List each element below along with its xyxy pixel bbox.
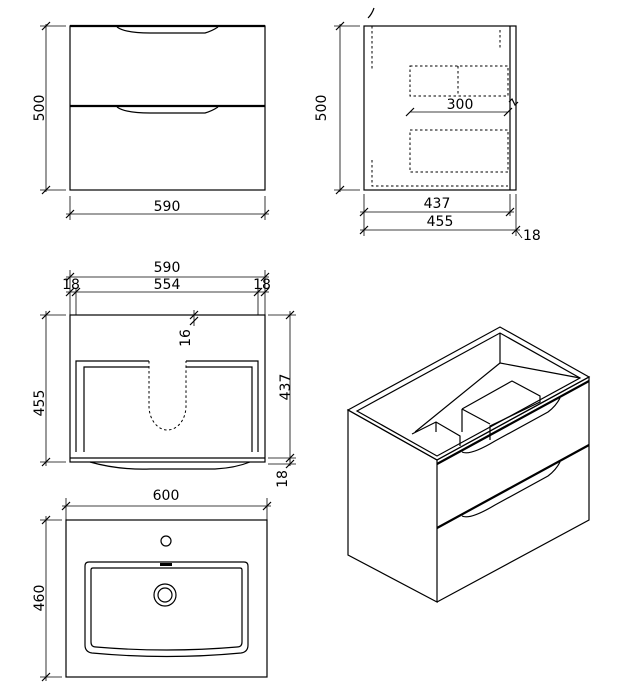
iso-drawer-split (436, 444, 590, 529)
upper-drawer-handle (116, 26, 219, 34)
iso-top-rim (346, 326, 591, 461)
top-depth-label: 455 (32, 390, 48, 417)
side-break-mark (367, 7, 375, 19)
drain-inner (157, 587, 173, 603)
side-view: 300 500 437 455 18 (314, 7, 541, 244)
side-hidden-drawer-lower (409, 129, 509, 173)
top-inner-depth-label: 437 (278, 374, 294, 401)
basin-bowl (84, 561, 249, 658)
side-inner-depth-label: 437 (424, 196, 451, 212)
front-width-label: 590 (154, 199, 181, 215)
basin-depth-label: 460 (32, 585, 48, 612)
front-view: 500 590 (32, 21, 270, 220)
isometric-view (346, 326, 591, 603)
top-side-left-label: 18 (62, 277, 80, 293)
top-back-panel-label: 16 (178, 329, 194, 347)
lower-drawer-handle (116, 106, 219, 114)
top-cabinet-outline (69, 314, 266, 463)
top-siphon-cutout (148, 361, 187, 431)
side-hidden-drawer-upper (409, 65, 509, 97)
side-spacing-label: 300 (447, 97, 474, 113)
tap-hole (160, 535, 172, 547)
side-thickness-label: 18 (523, 228, 541, 244)
iso-upper-handle (461, 397, 561, 454)
iso-front-face (436, 375, 590, 603)
iso-drawer-compartment-left (411, 421, 461, 446)
top-inner-width-label: 554 (154, 277, 181, 293)
iso-drawer-compartment-right (461, 380, 541, 440)
drain-outer (153, 583, 177, 607)
front-cabinet-outline (69, 25, 266, 191)
top-side-right-label: 18 (253, 277, 271, 293)
basin-view: 600 460 (32, 488, 272, 682)
top-front-offset-label: 18 (275, 470, 291, 488)
top-overall-width-label: 590 (154, 260, 181, 276)
basin-outline (65, 519, 268, 678)
iso-upper-drawer (436, 380, 590, 465)
side-panel-outline (363, 25, 517, 191)
side-height-label: 500 (314, 95, 330, 122)
iso-left-side (347, 408, 438, 603)
top-front-handle (89, 461, 251, 470)
basin-width-label: 600 (153, 488, 180, 504)
iso-lower-handle (461, 461, 561, 518)
overflow-slot (160, 563, 172, 566)
top-drawer-box (75, 360, 259, 452)
side-depth-label: 455 (427, 214, 454, 230)
front-height-label: 500 (32, 95, 48, 122)
side-hidden-frame (371, 26, 508, 187)
top-view: 590 18 554 18 16 455 437 (32, 260, 296, 488)
